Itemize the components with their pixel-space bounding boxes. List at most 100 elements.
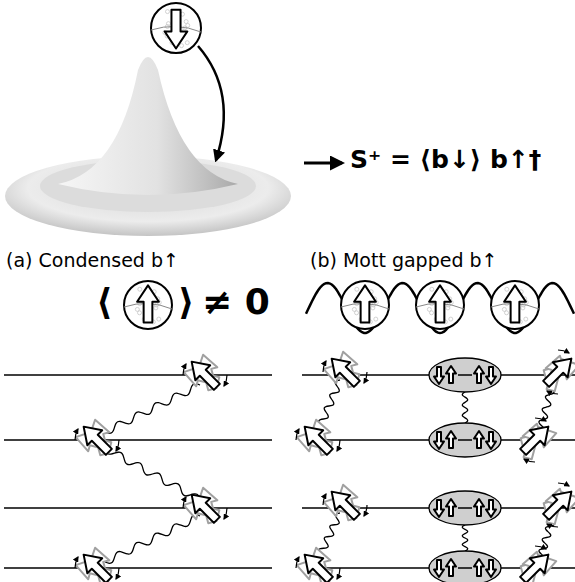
pair-spin bbox=[486, 367, 496, 384]
pair-spin bbox=[434, 367, 444, 384]
singlet-pair bbox=[429, 423, 501, 457]
rotation-arc bbox=[364, 505, 367, 516]
spin-arrow bbox=[516, 547, 556, 582]
panel-label: (a) Condensed b↑ bbox=[6, 250, 179, 272]
interaction-wave bbox=[105, 448, 200, 500]
ball-texture bbox=[165, 10, 169, 14]
spin-arrow bbox=[539, 484, 575, 524]
spin-arrow bbox=[504, 285, 526, 322]
ball-texture bbox=[430, 287, 434, 291]
rotation-arc bbox=[296, 557, 299, 568]
rotation-arc bbox=[296, 429, 299, 440]
interaction-wave bbox=[105, 384, 200, 433]
spin-arrow bbox=[354, 285, 376, 322]
boson-ball bbox=[491, 281, 539, 329]
rotation-arc bbox=[535, 418, 546, 421]
rotation-arc bbox=[323, 494, 326, 505]
ball-texture bbox=[180, 44, 184, 48]
rotation-arc bbox=[183, 364, 186, 375]
boson-ball bbox=[151, 3, 201, 53]
rotation-arc bbox=[183, 497, 186, 508]
pair-spin bbox=[474, 559, 484, 576]
chain-line bbox=[4, 567, 272, 568]
pair-spin bbox=[446, 366, 456, 383]
spin-arrow bbox=[137, 285, 159, 322]
pair-bond bbox=[458, 374, 472, 376]
ball-texture bbox=[355, 287, 359, 291]
rotation-arc bbox=[75, 429, 78, 440]
ball-texture bbox=[352, 307, 356, 311]
rotation-arc bbox=[524, 459, 535, 462]
singlet-pair bbox=[429, 551, 501, 582]
pair-spin bbox=[474, 499, 484, 516]
ball-texture bbox=[524, 317, 528, 321]
pair-spin bbox=[434, 500, 444, 517]
rotation-arc bbox=[224, 375, 227, 386]
spin-arrow bbox=[429, 285, 451, 322]
pair-spin bbox=[434, 560, 444, 577]
rotation-arc bbox=[116, 440, 119, 451]
spin-arrow bbox=[297, 419, 337, 459]
spin-arrow bbox=[297, 547, 337, 582]
rotation-arc bbox=[547, 524, 558, 527]
ball-texture bbox=[427, 307, 431, 311]
rotation-arc bbox=[75, 557, 78, 568]
rotation-arc bbox=[116, 568, 119, 579]
pair-spin bbox=[486, 432, 496, 449]
pair-spin bbox=[486, 560, 496, 577]
spin-arrow bbox=[539, 351, 575, 391]
ball-texture bbox=[185, 41, 189, 45]
pair-spin bbox=[446, 499, 456, 516]
ball-texture bbox=[166, 22, 170, 26]
pair-spin bbox=[446, 559, 456, 576]
spin-arrow bbox=[184, 487, 224, 527]
bracket: ⟩ bbox=[178, 281, 194, 322]
singlet-pair bbox=[429, 358, 501, 392]
ball-texture bbox=[446, 306, 450, 310]
boson-ball bbox=[124, 281, 172, 329]
rotation-arc bbox=[547, 391, 558, 394]
ball-texture bbox=[449, 317, 453, 321]
interaction-wave bbox=[462, 392, 467, 423]
roll-arrow bbox=[198, 46, 224, 160]
interaction-wave bbox=[105, 515, 200, 564]
ball-texture bbox=[505, 287, 509, 291]
interaction-wave bbox=[462, 525, 467, 551]
ball-texture bbox=[135, 307, 139, 311]
pair-spin bbox=[434, 432, 444, 449]
spin-arrow bbox=[165, 10, 188, 49]
pair-spin bbox=[474, 366, 484, 383]
rotation-arc bbox=[337, 440, 340, 451]
ball-texture bbox=[138, 287, 142, 291]
ball-texture bbox=[374, 317, 378, 321]
panel-label: (b) Mott gapped b↑ bbox=[310, 250, 497, 272]
ball-texture bbox=[521, 306, 525, 310]
ball-texture bbox=[184, 20, 188, 24]
bracket: ⟨ bbox=[96, 281, 112, 322]
ball-texture bbox=[502, 307, 506, 311]
boson-ball bbox=[341, 281, 389, 329]
pair-bond bbox=[458, 507, 472, 509]
rotation-arc bbox=[323, 361, 326, 372]
ball-texture bbox=[154, 306, 158, 310]
singlet-pair bbox=[429, 491, 501, 525]
pair-spin bbox=[486, 500, 496, 517]
rotation-arc bbox=[364, 372, 367, 383]
ball-texture bbox=[157, 317, 161, 321]
chain-line bbox=[4, 439, 272, 440]
boson-ball bbox=[416, 281, 464, 329]
pair-spin bbox=[446, 431, 456, 448]
spin-arrow bbox=[184, 354, 224, 394]
spin-arrow bbox=[76, 419, 116, 459]
rotation-arc bbox=[337, 568, 340, 579]
ball-texture bbox=[371, 306, 375, 310]
pair-spin bbox=[474, 431, 484, 448]
rotation-arc bbox=[224, 508, 227, 519]
maps-to-arrow bbox=[304, 162, 342, 165]
rotation-arc bbox=[535, 546, 546, 549]
chain-line bbox=[4, 374, 272, 375]
pair-bond bbox=[458, 439, 472, 441]
rotation-arc bbox=[558, 350, 569, 353]
